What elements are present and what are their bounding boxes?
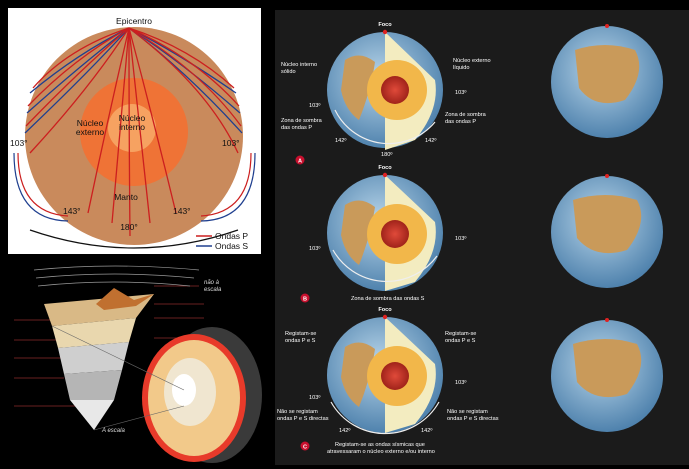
outer-core-label-2: externo	[76, 127, 105, 137]
globe-a-group: Foco Núcleo interno sólido Núcleo extern…	[281, 22, 491, 165]
seismic-waves-diagram: Epicentro Núcleo externo Núcleo interno …	[8, 8, 261, 254]
globe-c-arc	[330, 401, 440, 435]
plain-globes	[551, 24, 663, 432]
globe-c-land	[341, 342, 375, 407]
globe-a-inner-core	[381, 76, 409, 104]
legend-s-label: Ondas S	[215, 241, 248, 251]
connector-line-1	[51, 325, 185, 391]
globe-c-recorded-left: Registam-se	[285, 331, 316, 337]
plain-globe-2-land	[573, 195, 642, 254]
not-to-scale-label-2: escala	[204, 287, 222, 293]
mantle-layer	[58, 342, 129, 374]
angle-180: 180°	[120, 222, 138, 232]
globe-a-142-right: 142º	[425, 137, 436, 144]
globe-c-letter-badge	[300, 441, 310, 451]
globe-a-shadow-left: Zona de sombra	[281, 118, 323, 124]
globe-c-recorded-left-2: ondas P e S	[285, 338, 316, 344]
crust-layer	[44, 294, 154, 326]
globe-a-shadow-right: Zona de sombra	[445, 112, 487, 118]
mantle-label: Manto	[114, 192, 138, 202]
plain-globe-3-dot	[605, 318, 609, 322]
globe-c-not-recorded-left-2: ondas P e S directas	[277, 416, 329, 422]
globe-b-inner-core	[381, 220, 409, 248]
globe-a-shadow-left-2: das ondas P	[281, 125, 312, 131]
seismic-waves-svg: Epicentro Núcleo externo Núcleo interno …	[10, 16, 256, 251]
globe-c-recorded-right-2: ondas P e S	[445, 338, 476, 344]
angle-143-left: 143°	[63, 206, 81, 216]
globe-a-shadow-right-2: das ondas P	[445, 119, 476, 125]
globe-a-180: 180º	[381, 151, 392, 158]
globe-a-letter-badge	[295, 155, 305, 165]
angle-143-right: 143°	[173, 206, 191, 216]
globe-a-outer-label: Núcleo externo	[453, 58, 491, 64]
atmosphere-lines	[33, 265, 200, 287]
globe-c-focus-dot	[382, 314, 388, 320]
globe-a-103-left: 103º	[309, 102, 320, 109]
plain-globe-3-land	[573, 339, 642, 398]
mountain-relief	[96, 288, 154, 310]
earth-layers-diagram: não à escala A escala	[4, 260, 262, 464]
globe-a-142-left: 142º	[335, 137, 346, 144]
globe-c-bottom-note-2: atravessaram o núcleo externo e/ou inter…	[327, 449, 435, 455]
globe-a-103-right: 103º	[455, 89, 466, 96]
inner-core-label-2: interno	[119, 122, 145, 132]
shadow-arrows	[13, 152, 256, 249]
globe-c-inner-core	[381, 362, 409, 390]
globe-c-recorded-right: Registam-se	[445, 331, 476, 337]
globe-a-focus-dot	[382, 29, 388, 35]
globe-b-letter-badge	[300, 293, 310, 303]
connector-line-2	[93, 405, 185, 431]
lower-mantle-layer	[64, 370, 122, 400]
p-wave-rays	[25, 27, 242, 237]
globe-c-not-recorded-right-2: ondas P e S directas	[447, 416, 499, 422]
globe-c-142-right: 142º	[421, 427, 432, 434]
globe-b-arc	[332, 249, 438, 283]
globe-a-arc	[334, 109, 436, 145]
epicentre-label: Epicentro	[116, 16, 152, 26]
globe-b-letter: B	[303, 297, 307, 303]
plain-globe-2-dot	[605, 174, 609, 178]
globe-b-shadow: Zona de sombra das ondas S	[351, 296, 425, 302]
upper-mantle-layer	[52, 318, 136, 348]
globe-c-bottom-note: Registam-se as ondas sísmicas que	[335, 442, 425, 448]
globe-b-103-left: 103º	[309, 245, 320, 252]
to-scale-label: A escala	[101, 428, 125, 434]
globe-a-inner-label: Núcleo interno	[281, 62, 317, 68]
core-tip	[70, 400, 114, 430]
globe-c-103-left: 103º	[309, 394, 320, 401]
globe-a-inner-label-2: sólido	[281, 69, 296, 75]
globe-c-letter: C	[303, 445, 307, 451]
globe-b-group: Foco 103º 103º Zona de sombra das ondas …	[300, 165, 466, 303]
inner-core-label: Núcleo	[119, 113, 146, 123]
globe-c-142-left: 142º	[339, 427, 350, 434]
globe-c-103-right: 103º	[455, 379, 466, 386]
globe-b-103-right: 103º	[455, 235, 466, 242]
globe-a-foco: Foco	[378, 22, 392, 28]
not-to-scale-label: não à	[204, 280, 220, 286]
globe-a-outer-label-2: líquido	[453, 65, 469, 71]
globe-b-foco: Foco	[378, 165, 392, 171]
globe-c-foco: Foco	[378, 307, 392, 313]
legend-p-label: Ondas P	[215, 231, 248, 241]
globe-b-land	[341, 200, 375, 265]
globe-c-group: Foco Registam-se ondas P e S Registam-se…	[277, 307, 499, 455]
globe-b-focus-dot	[382, 172, 388, 178]
angle-103-right: 103°	[222, 138, 240, 148]
globe-a-letter: A	[298, 159, 302, 165]
plain-globe-1-land	[575, 45, 640, 104]
globe-a-land	[341, 55, 375, 120]
inner-core-disc	[108, 104, 156, 152]
earth-layers-svg: não à escala A escala	[14, 265, 262, 463]
plain-globe-1-dot	[605, 24, 609, 28]
angle-103-left: 103°	[10, 138, 28, 148]
shadow-zones-panel: Foco Núcleo interno sólido Núcleo extern…	[275, 10, 689, 465]
shadow-zones-svg: Foco Núcleo interno sólido Núcleo extern…	[277, 22, 663, 455]
globe-c-not-recorded-left: Não se registam	[277, 409, 318, 415]
outer-core-label: Núcleo	[77, 118, 104, 128]
globe-c-not-recorded-right: Não se registam	[447, 409, 488, 415]
